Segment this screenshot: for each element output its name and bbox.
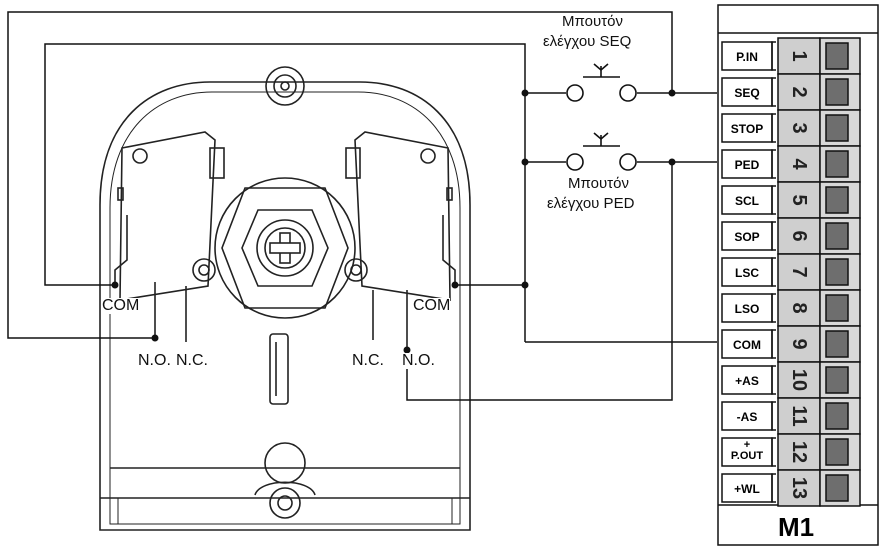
- terminal-number: 13: [788, 476, 810, 500]
- terminal-bracket: [771, 113, 776, 143]
- terminal-name: LSO: [734, 302, 760, 316]
- terminal-block-label: M1: [778, 512, 815, 542]
- terminal-number: 4: [788, 158, 810, 170]
- terminal-bracket: [771, 401, 776, 431]
- right-nc-label: N.C.: [352, 352, 384, 369]
- terminal-number-cell: [777, 361, 821, 399]
- left-microswitch: [114, 131, 225, 342]
- terminal-name: + P.OUT: [730, 439, 764, 462]
- terminal-bracket: [771, 41, 776, 71]
- seq-pushbutton-symbol: [566, 63, 637, 102]
- right-com-label: COM: [413, 297, 451, 314]
- terminal-number: 5: [788, 194, 810, 206]
- terminal-number-cell: [777, 73, 821, 111]
- terminal-number-cell: [777, 325, 821, 363]
- ped-pushbutton-symbol: [566, 132, 637, 171]
- terminal-name-box: [721, 365, 773, 395]
- terminal-screw-icon: [825, 402, 849, 430]
- terminal-name-box: [721, 113, 773, 143]
- junction-dots: [111, 89, 676, 354]
- terminal-name-box: [721, 401, 773, 431]
- terminal-screw-icon: [825, 258, 849, 286]
- right-microswitch: [344, 131, 456, 350]
- terminal-screw-icon: [825, 78, 849, 106]
- terminal-number-cell: [777, 433, 821, 471]
- terminal-name-box: [721, 221, 773, 251]
- terminal-name: +AS: [735, 374, 759, 388]
- terminal-bracket: [771, 329, 776, 359]
- terminal-bracket: [771, 77, 776, 107]
- left-nc-label: N.C.: [176, 352, 208, 369]
- terminal-screw-icon: [825, 150, 849, 178]
- left-no-label: N.O.: [138, 352, 171, 369]
- terminal-name: PED: [734, 158, 760, 172]
- terminal-number: 9: [788, 338, 810, 350]
- terminal-number: 1: [788, 50, 810, 62]
- terminal-number: 2: [788, 86, 810, 98]
- terminal-name: LSC: [735, 266, 759, 280]
- terminal-screw-icon: [825, 294, 849, 322]
- limit-switch-housing: [99, 66, 471, 531]
- terminal-number: 12: [788, 440, 810, 464]
- seq-button-label-line1: Μπουτόν: [562, 13, 623, 30]
- ped-button-label-line1: Μπουτόν: [568, 175, 629, 192]
- terminal-number: 10: [788, 368, 810, 392]
- terminal-number-cell: [777, 397, 821, 435]
- terminal-bracket: [771, 257, 776, 287]
- terminal-name: SEQ: [734, 86, 760, 100]
- terminal-name: P.IN: [736, 50, 758, 64]
- terminal-bracket: [771, 437, 776, 467]
- terminal-name: STOP: [730, 122, 764, 136]
- terminal-screw-icon: [825, 186, 849, 214]
- terminal-number: 8: [788, 302, 810, 314]
- ped-button-label-line2: ελέγχου PED: [547, 195, 635, 212]
- terminal-screw-icon: [825, 114, 849, 142]
- terminal-screw-icon: [825, 474, 849, 502]
- seq-button-label-line2: ελέγχου SEQ: [543, 33, 632, 50]
- terminal-screw-icon: [825, 222, 849, 250]
- terminal-bracket: [771, 149, 776, 179]
- terminal-screw-icon: [825, 438, 849, 466]
- terminal-bracket: [771, 185, 776, 215]
- terminal-number: 7: [788, 266, 810, 278]
- terminal-bracket: [771, 365, 776, 395]
- right-no-label: N.O.: [402, 352, 435, 369]
- terminal-name-box: [721, 329, 773, 359]
- terminal-bracket: [771, 293, 776, 323]
- terminal-name-box: [721, 185, 773, 215]
- wires: [7, 11, 717, 401]
- terminal-name: COM: [733, 338, 761, 352]
- terminal-number-cell: [777, 253, 821, 291]
- terminal-name: SCL: [735, 194, 759, 208]
- terminal-number: 3: [788, 122, 810, 134]
- terminal-screw-icon: [825, 366, 849, 394]
- left-com-label: COM: [102, 297, 140, 314]
- terminal-bracket: [771, 221, 776, 251]
- terminal-name: +WL: [734, 482, 760, 496]
- terminal-block-m1: [717, 4, 879, 546]
- terminal-number: 11: [788, 405, 810, 427]
- terminal-screw-icon: [825, 330, 849, 358]
- terminal-name-box: [721, 149, 773, 179]
- terminal-name: -AS: [736, 410, 758, 424]
- terminal-name: SOP: [734, 230, 760, 244]
- terminal-bracket: [771, 473, 776, 503]
- terminal-screw-icon: [825, 42, 849, 70]
- terminal-number-cell: [777, 145, 821, 183]
- terminal-number: 6: [788, 230, 810, 242]
